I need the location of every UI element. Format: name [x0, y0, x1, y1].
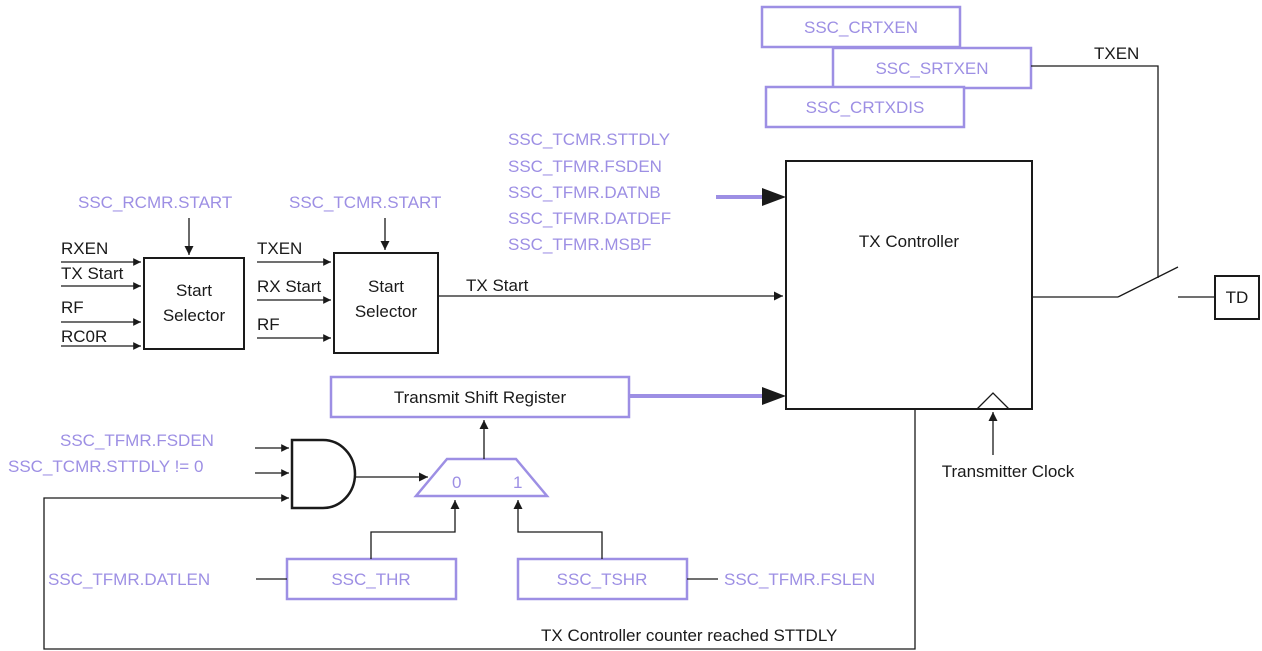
input-label: TX Start [61, 264, 124, 283]
input-label: RC0R [61, 327, 107, 346]
input-label: RX Start [257, 277, 322, 296]
mux-input-1: 1 [513, 473, 522, 492]
txen-out-label: TXEN [1094, 44, 1139, 63]
transmitter-clock-label: Transmitter Clock [942, 462, 1075, 481]
start-selector-1-label: Start [176, 281, 212, 300]
input-label: RXEN [61, 239, 108, 258]
td-pin: TD [1214, 275, 1260, 320]
tfmr-datlen-label: SSC_TFMR.DATLEN [48, 570, 210, 589]
crtxen-register: SSC_CRTXEN [760, 5, 962, 49]
rcmr-start-label: SSC_RCMR.START [78, 193, 232, 212]
start-selector-2: Start Selector [333, 252, 439, 354]
mux: 0 1 [413, 457, 550, 498]
start-selector-1-label: Selector [163, 306, 226, 325]
clock-triangle [976, 392, 1010, 410]
and-gate [290, 438, 357, 510]
config-item: SSC_TFMR.MSBF [508, 235, 652, 254]
thr-register: SSC_THR [285, 557, 458, 601]
txen-wire [1031, 65, 1159, 278]
start-selector-2-label: Selector [355, 302, 418, 321]
tcmr-start-label: SSC_TCMR.START [289, 193, 441, 212]
tx-start-label: TX Start [466, 276, 529, 295]
selector-2-inputs: TXEN RX Start RF [257, 239, 331, 342]
selector-1-inputs: RXEN TX Start RF RC0R [61, 239, 141, 350]
shift-register-label: Transmit Shift Register [394, 388, 567, 407]
tfmr-fslen-label: SSC_TFMR.FSLEN [724, 570, 875, 589]
transmit-shift-register: Transmit Shift Register [329, 375, 631, 419]
crtxdis-label: SSC_CRTXDIS [806, 98, 925, 117]
srtxen-register: SSC_SRTXEN [831, 46, 1033, 90]
start-selector-2-label: Start [368, 277, 404, 296]
thr-label: SSC_THR [331, 570, 410, 589]
crtxdis-register: SSC_CRTXDIS [764, 85, 966, 129]
config-item: SSC_TFMR.FSDEN [508, 157, 662, 176]
config-item: SSC_TFMR.DATDEF [508, 209, 671, 228]
mux-input-0: 0 [452, 473, 461, 492]
tx-controller-block: TX Controller [785, 160, 1033, 410]
crtxen-label: SSC_CRTXEN [804, 18, 918, 37]
input-label: RF [61, 298, 84, 317]
output-switch [1032, 266, 1215, 298]
feedback-wire [43, 409, 916, 650]
srtxen-label: SSC_SRTXEN [875, 59, 988, 78]
config-list: SSC_TCMR.STTDLY SSC_TFMR.FSDEN SSC_TFMR.… [508, 130, 671, 254]
tshr-label: SSC_TSHR [557, 570, 648, 589]
tx-controller-label: TX Controller [859, 232, 959, 251]
start-selector-1: Start Selector [143, 257, 245, 350]
td-label: TD [1226, 288, 1249, 307]
input-label: TXEN [257, 239, 302, 258]
shift-bus-arrowhead [762, 387, 786, 405]
config-bus-arrowhead [762, 188, 786, 206]
input-label: RF [257, 315, 280, 334]
config-item: SSC_TCMR.STTDLY [508, 130, 670, 149]
sttdly-ne0-label: SSC_TCMR.STTDLY != 0 [8, 457, 203, 476]
thr-wire [370, 500, 460, 559]
config-item: SSC_TFMR.DATNB [508, 183, 661, 202]
tshr-wire [513, 500, 603, 559]
counter-reached-label: TX Controller counter reached STTDLY [541, 626, 837, 645]
tshr-register: SSC_TSHR [516, 557, 689, 601]
tfmr-fsden-label: SSC_TFMR.FSDEN [60, 431, 214, 450]
